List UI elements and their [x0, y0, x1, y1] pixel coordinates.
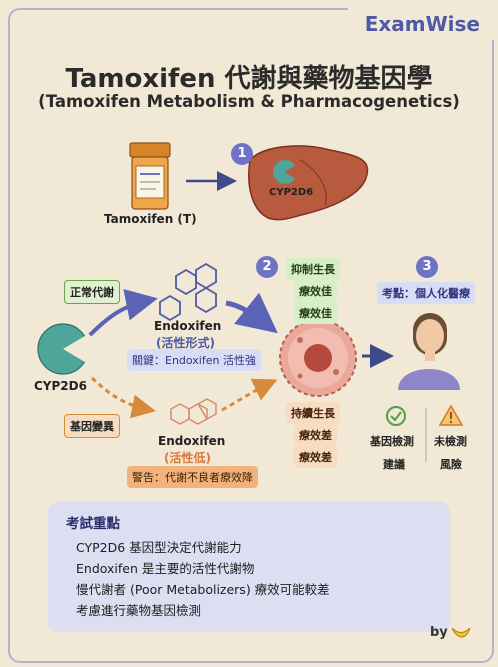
page-frame	[8, 8, 494, 663]
effect-poor-1: 持續生長	[286, 402, 340, 424]
untested-line2: 風險	[440, 458, 462, 471]
tip-item: Endoxifen 是主要的活性代謝物	[76, 561, 255, 576]
effect-good-2: 療效佳	[294, 280, 337, 302]
page-title: Tamoxifen 代謝與藥物基因學	[65, 64, 433, 94]
endoxifen-low-molecule-icon	[170, 398, 217, 425]
brand-header: ExamWise	[348, 4, 494, 40]
endoxifen-active-name: Endoxifen	[154, 319, 222, 333]
tumor-cell-icon	[279, 319, 357, 397]
step-2-badge: 2	[256, 256, 278, 278]
pill-bottle-icon	[129, 142, 171, 210]
key-note: 關鍵：Endoxifen 活性強	[127, 349, 261, 371]
cyp2d6-label: CYP2D6	[34, 379, 87, 393]
signature: by	[430, 625, 448, 640]
exam-tips-box: 考試重點 CYP2D6 基因型決定代謝能力 Endoxifen 是主要的活性代謝…	[48, 502, 450, 632]
arrow-variant-metabolism	[90, 376, 156, 419]
page-subtitle: (Tamoxifen Metabolism & Pharmacogenetics…	[38, 92, 460, 111]
gene-variant-tag: 基因變異	[64, 414, 120, 438]
effect-poor-2: 療效差	[294, 424, 337, 446]
tested-line2: 建議	[383, 458, 405, 471]
cyp2d6-left-enzyme-icon	[37, 323, 90, 375]
tip-item: 慢代謝者 (Poor Metabolizers) 療效可能較差	[76, 582, 330, 597]
patient-icon	[398, 313, 460, 390]
tip-item: CYP2D6 基因型決定代謝能力	[76, 540, 242, 555]
brand-logo: ExamWise	[364, 12, 480, 36]
liver-enzyme-label: CYP2D6	[269, 187, 314, 198]
untested-line1: 未檢測	[434, 435, 467, 448]
effect-poor-3: 療效差	[294, 446, 337, 468]
step-3-badge: 3	[416, 256, 438, 278]
tamoxifen-label: Tamoxifen (T)	[104, 212, 197, 226]
liver-icon	[248, 145, 369, 221]
exam-tips-heading: 考試重點	[66, 516, 120, 532]
effect-good-1: 抑制生長	[286, 258, 340, 280]
cyp2d6-enzyme-icon	[273, 160, 297, 184]
endoxifen-low-form: (活性低)	[164, 451, 211, 465]
warning-note: 警告：代謝不良者療效降	[127, 466, 258, 488]
arrow-low-to-cell	[221, 378, 278, 412]
tested-line1: 基因檢測	[370, 435, 414, 448]
warning-icon	[438, 404, 464, 426]
banana-icon	[451, 627, 471, 638]
normal-metabolism-tag: 正常代謝	[64, 280, 120, 304]
effect-good-3: 療效佳	[294, 302, 337, 324]
check-icon	[386, 406, 406, 426]
step-1-badge: 1	[231, 143, 253, 165]
arrow-normal-metabolism	[88, 289, 158, 337]
tip-item: 考慮進行藥物基因檢測	[76, 603, 202, 618]
personalized-medicine-tag: 考點：個人化醫療	[377, 282, 475, 304]
endoxifen-low-name: Endoxifen	[158, 434, 226, 448]
endoxifen-molecule-icon	[159, 262, 217, 322]
arrow-active-to-cell	[225, 292, 278, 334]
endoxifen-active-form: (活性形式)	[156, 336, 215, 350]
